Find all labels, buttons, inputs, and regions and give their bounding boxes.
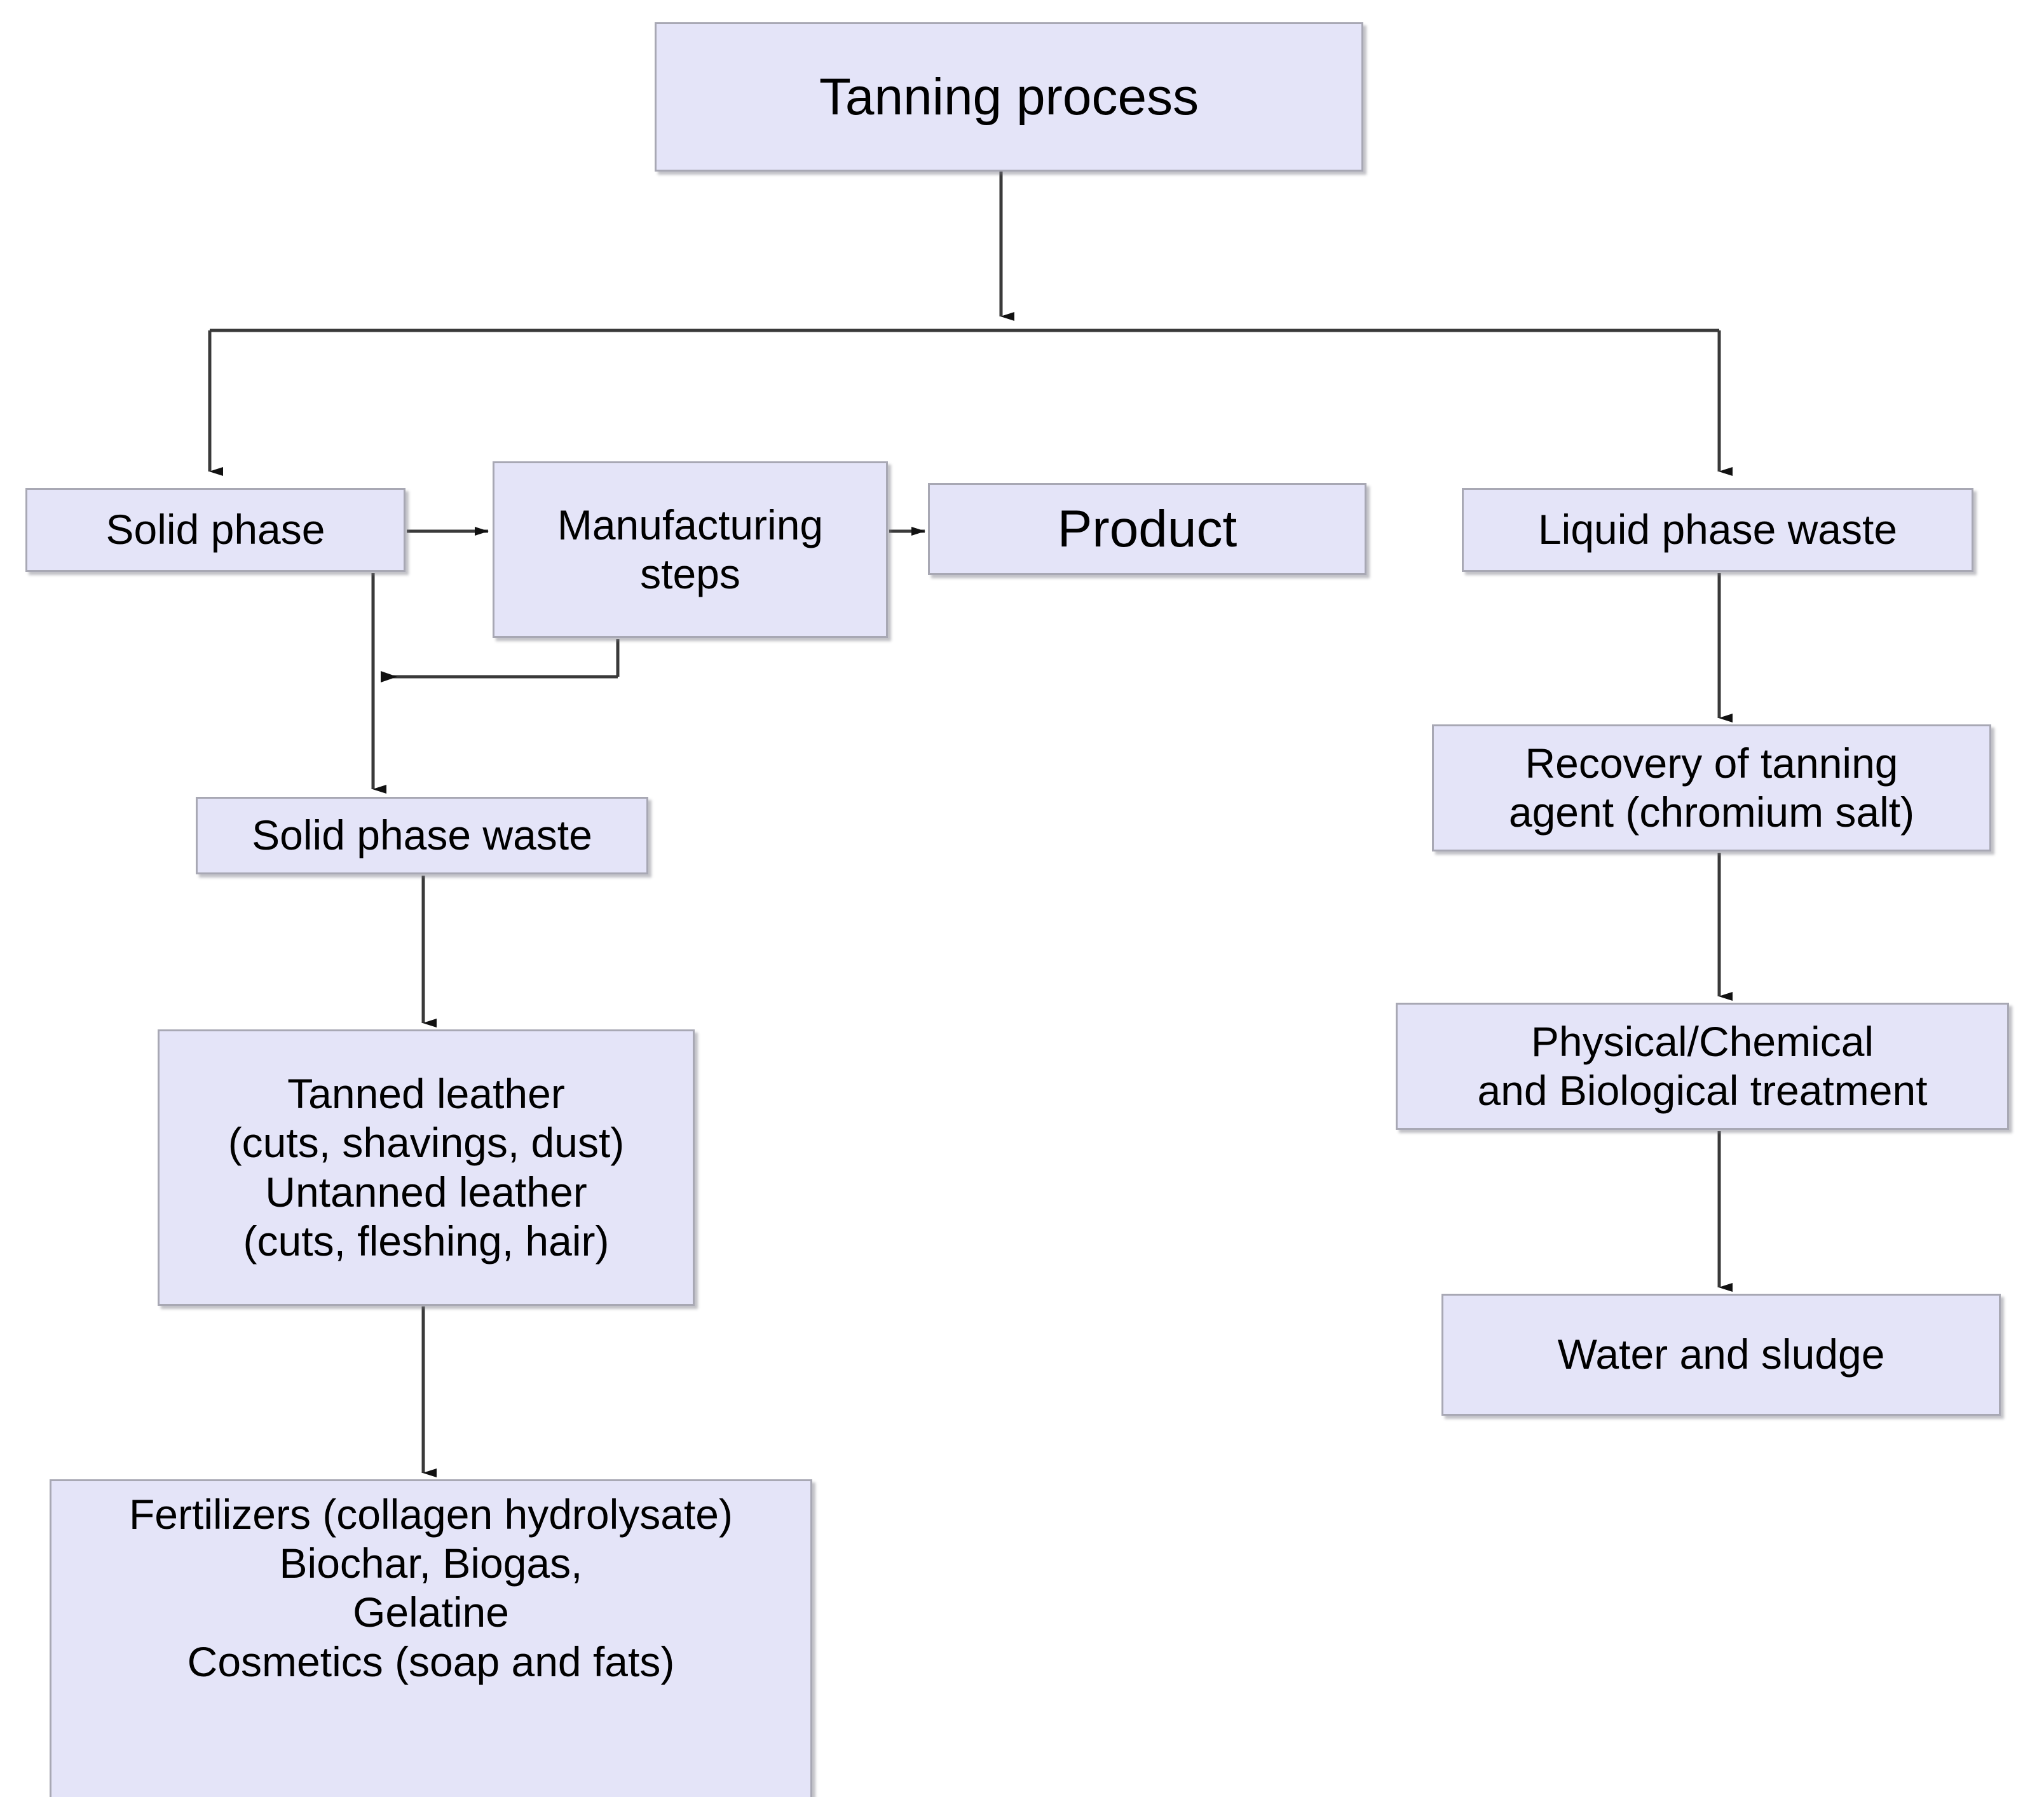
node-solid-phase-waste[interactable]: Solid phase waste bbox=[196, 797, 648, 874]
node-product[interactable]: Product bbox=[928, 483, 1366, 575]
node-recovery-of-tanning-agent[interactable]: Recovery of tanning agent (chromium salt… bbox=[1432, 724, 1991, 851]
node-physical-chemical-biological-treatment[interactable]: Physical/Chemical and Biological treatme… bbox=[1396, 1003, 2009, 1130]
node-tanning-process[interactable]: Tanning process bbox=[655, 22, 1363, 172]
node-tanned-leather[interactable]: Tanned leather (cuts, shavings, dust) Un… bbox=[158, 1029, 695, 1306]
node-solid-phase[interactable]: Solid phase bbox=[25, 488, 405, 572]
node-fertilizers-products[interactable]: Fertilizers (collagen hydrolysate) Bioch… bbox=[50, 1479, 812, 1797]
node-water-and-sludge[interactable]: Water and sludge bbox=[1441, 1294, 2001, 1416]
node-manufacturing-steps[interactable]: Manufacturing steps bbox=[493, 461, 888, 638]
edge-split-bus bbox=[208, 329, 1733, 476]
edge-manufacturing-feedback bbox=[381, 639, 620, 682]
node-liquid-phase-waste[interactable]: Liquid phase waste bbox=[1462, 488, 1973, 572]
